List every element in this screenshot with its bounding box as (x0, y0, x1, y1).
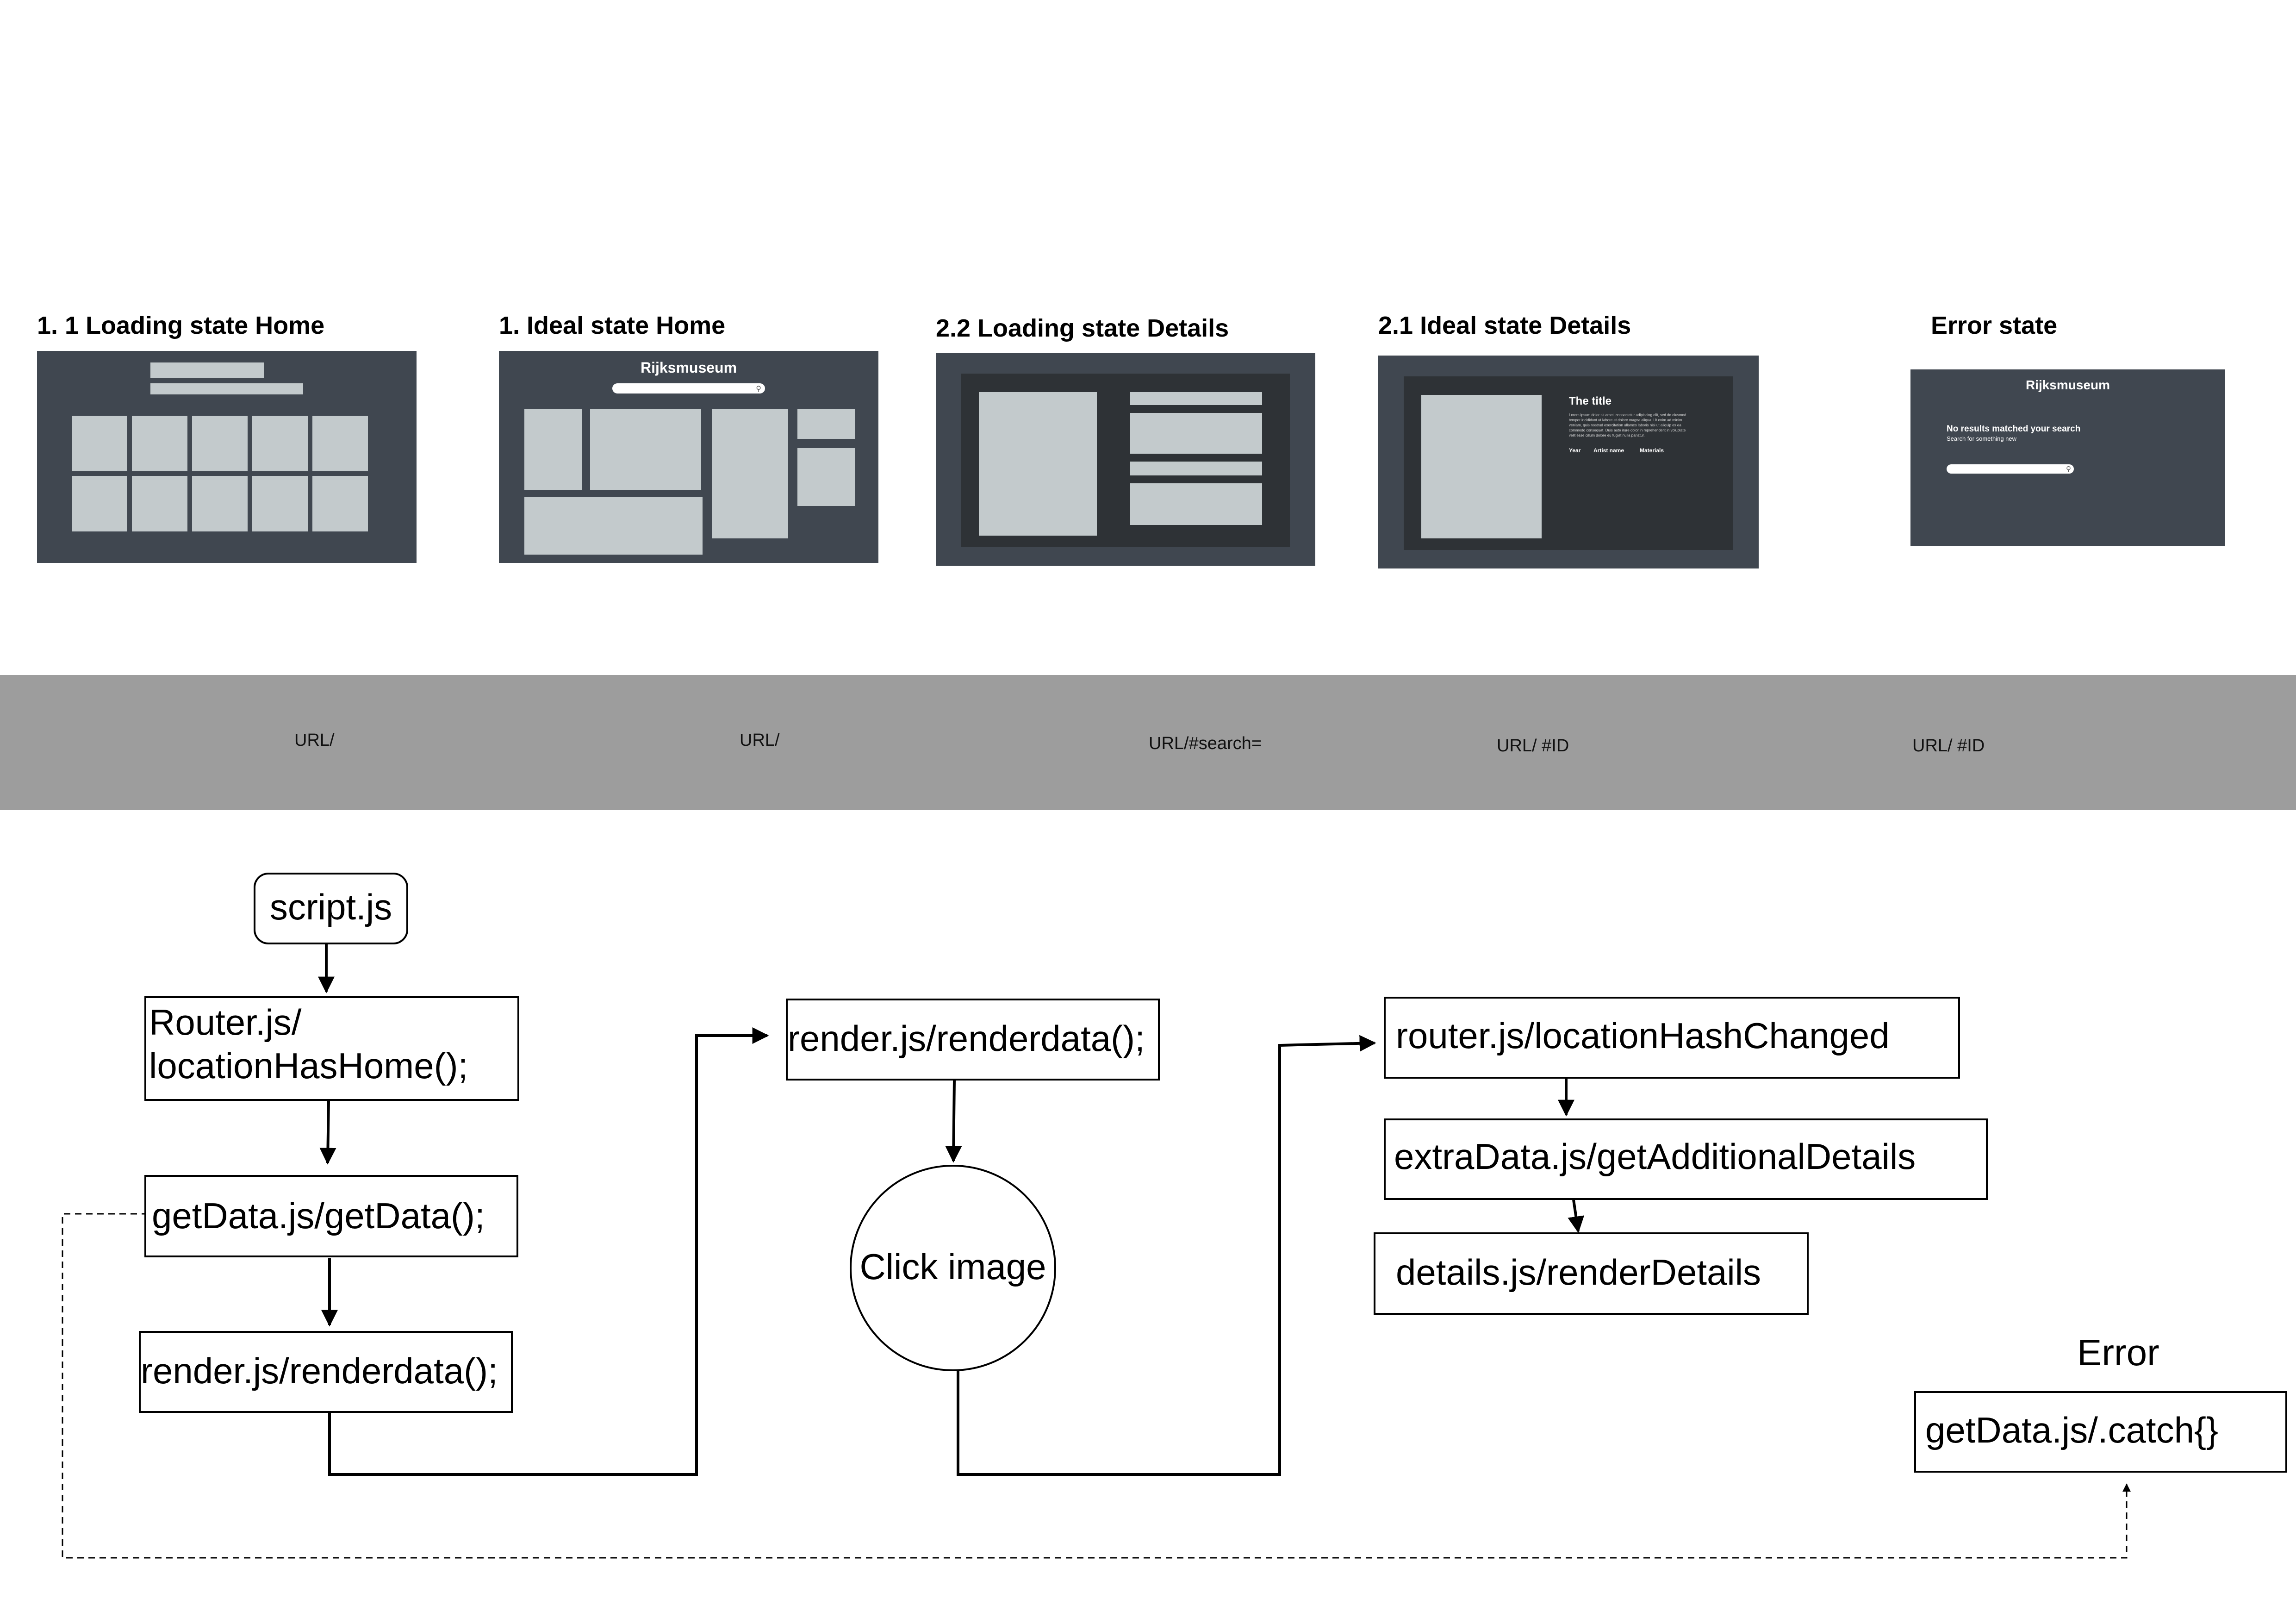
meta-materials: Materials (1640, 447, 1664, 454)
url-label: URL/ (740, 731, 780, 750)
home-card[interactable] (797, 448, 855, 506)
script-js-node: script.js (254, 873, 408, 944)
home-card[interactable] (712, 409, 788, 538)
hash-changed-node: router.js/locationHashChanged (1384, 997, 1960, 1079)
home-search-input[interactable]: ⚲ (612, 383, 765, 394)
url-label: URL/#search= (1149, 734, 1262, 753)
error-state-title: Error state (1931, 312, 2058, 339)
home-brand: Rijksmuseum (640, 359, 737, 376)
loading-card-placeholder (312, 476, 368, 531)
arrow-connector (319, 1100, 336, 1165)
loading-home-mockup (37, 351, 417, 563)
ideal-home-title: 1. Ideal state Home (499, 312, 726, 339)
error-dashed-connector (62, 1213, 2131, 1559)
loading-card-placeholder (252, 416, 308, 471)
loading-title-placeholder (150, 362, 264, 378)
router-line-1: Router.js/ (149, 1002, 302, 1043)
ideal-home-mockup: Rijksmuseum ⚲ (499, 351, 878, 563)
loading-text-placeholder (1130, 413, 1262, 454)
loading-details-mockup (936, 353, 1315, 566)
home-card[interactable] (590, 409, 701, 490)
arrow-connector (328, 1027, 769, 1476)
arrow-connector (945, 1080, 962, 1163)
details-panel (961, 374, 1290, 547)
extra-data-node: extraData.js/getAdditionalDetails (1384, 1118, 1988, 1200)
loading-card-placeholder (72, 416, 127, 471)
url-label: URL/ (294, 731, 335, 750)
loading-card-placeholder (132, 476, 187, 531)
loading-image-placeholder (979, 392, 1097, 536)
meta-artist: Artist name (1593, 447, 1624, 454)
error-message: No results matched your search (1947, 424, 2081, 434)
ideal-details-mockup: The title Lorem ipsum dolor sit amet, co… (1378, 356, 1759, 568)
error-mockup: Rijksmuseum No results matched your sear… (1910, 369, 2225, 546)
error-label: Error (2077, 1332, 2159, 1373)
arrow-connector (1568, 1199, 1585, 1233)
detail-description: Lorem ipsum dolor sit amet, consectetur … (1569, 413, 1686, 437)
loading-card-placeholder (252, 476, 308, 531)
search-icon: ⚲ (2066, 465, 2071, 473)
loading-details-title: 2.2 Loading state Details (936, 314, 1229, 342)
home-card[interactable] (524, 497, 703, 555)
loading-home-title: 1. 1 Loading state Home (37, 312, 325, 339)
url-label: URL/ #ID (1497, 736, 1569, 756)
home-card[interactable] (797, 409, 855, 439)
render-data-mid-node: render.js/renderdata(); (786, 999, 1160, 1081)
loading-search-placeholder (150, 383, 303, 394)
render-details-node: details.js/renderDetails (1374, 1232, 1809, 1315)
get-data-node: getData.js/getData(); (144, 1175, 518, 1257)
router-line-2: locationHasHome(); (149, 1045, 468, 1086)
home-card[interactable] (524, 409, 582, 490)
error-search-input[interactable]: ⚲ (1947, 464, 2074, 474)
catch-node: getData.js/.catch{} (1914, 1391, 2287, 1473)
render-data-node: render.js/renderdata(); (139, 1331, 513, 1413)
meta-year: Year (1569, 447, 1581, 454)
url-label: URL/ #ID (1912, 736, 1985, 756)
loading-text-placeholder (1130, 462, 1262, 475)
url-band (0, 675, 2296, 810)
ideal-details-title: 2.1 Ideal state Details (1378, 312, 1631, 339)
detail-title: The title (1569, 395, 1612, 407)
search-icon: ⚲ (756, 385, 761, 393)
router-home-node: Router.js/ locationHasHome(); (144, 996, 519, 1101)
loading-text-placeholder (1130, 392, 1262, 405)
loading-card-placeholder (132, 416, 187, 471)
loading-card-placeholder (192, 416, 248, 471)
artwork-image (1421, 395, 1542, 538)
arrow-connector (957, 1035, 1376, 1476)
details-panel: The title Lorem ipsum dolor sit amet, co… (1404, 376, 1733, 550)
loading-text-placeholder (1130, 483, 1262, 525)
error-brand: Rijksmuseum (2025, 378, 2110, 392)
click-image-node: Click image (850, 1165, 1056, 1371)
loading-card-placeholder (312, 416, 368, 471)
loading-card-placeholder (192, 476, 248, 531)
error-hint: Search for something new (1947, 435, 2017, 442)
loading-card-placeholder (72, 476, 127, 531)
